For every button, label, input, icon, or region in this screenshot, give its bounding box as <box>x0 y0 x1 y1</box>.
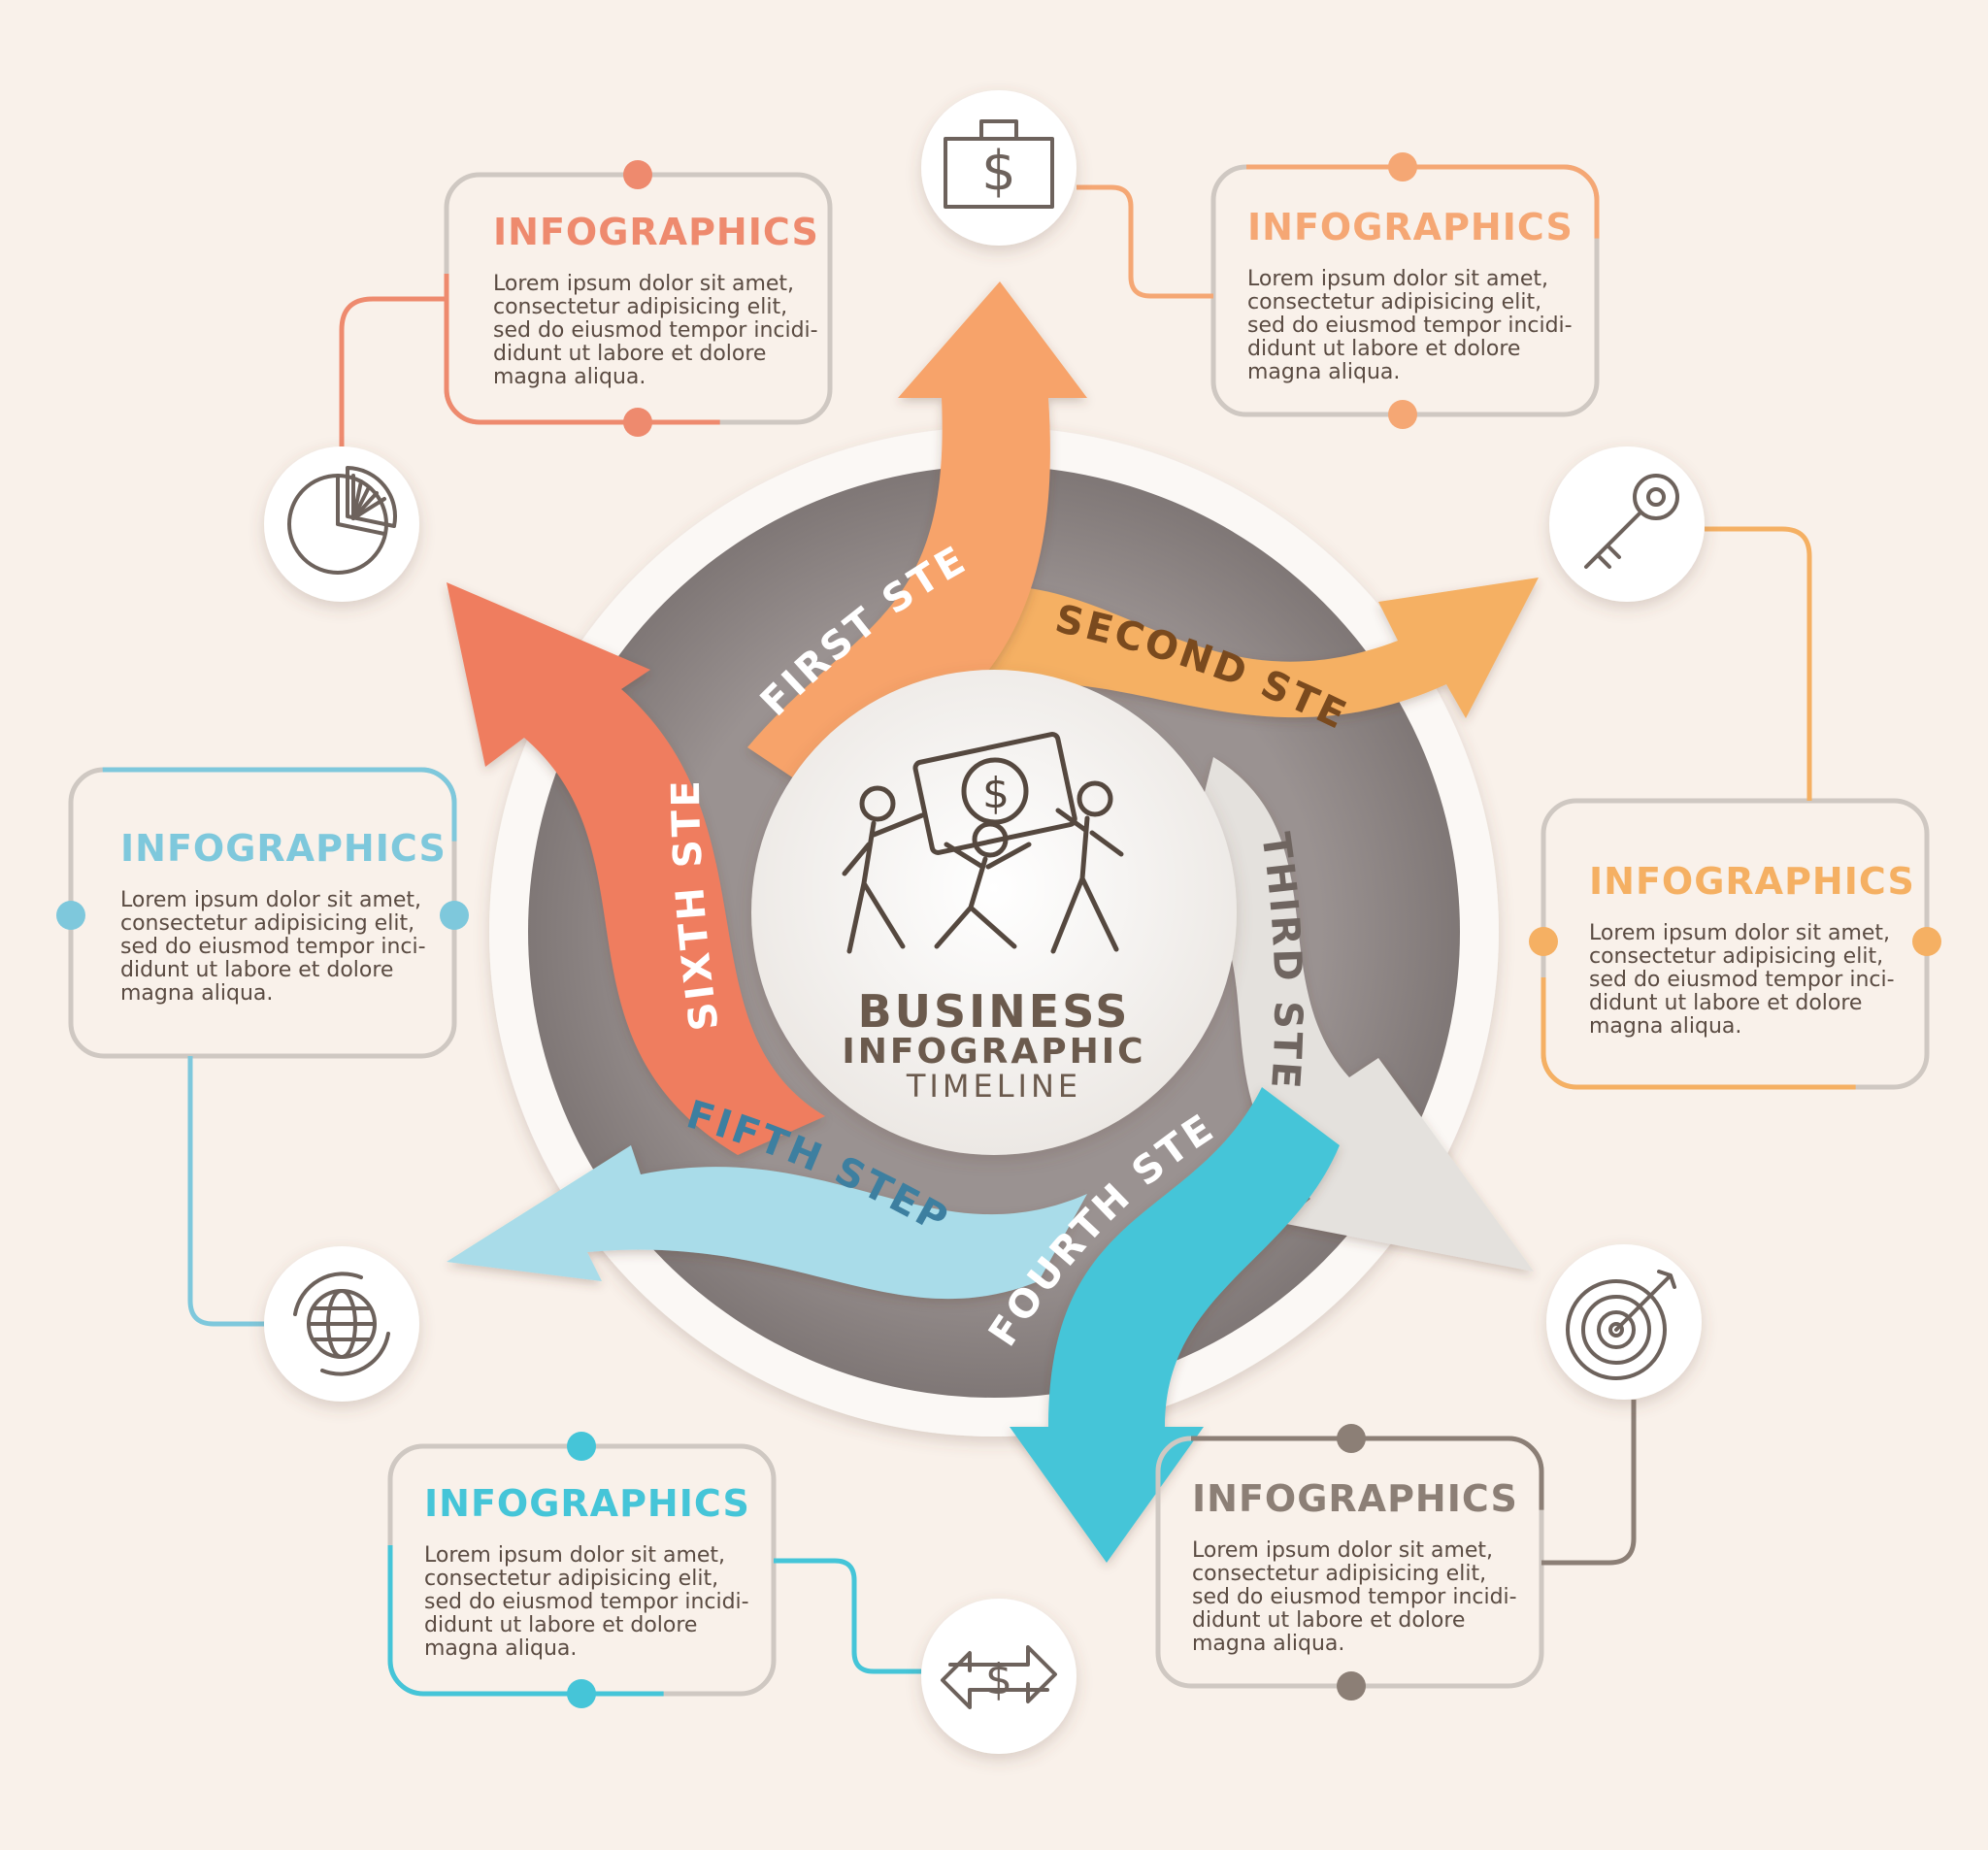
info-box-accent <box>68 767 457 1059</box>
center-title-line3: TIMELINE <box>906 1068 1081 1105</box>
icon-circle <box>921 1599 1077 1754</box>
info-box-text-line: didunt ut labore et dolore <box>424 1613 697 1637</box>
info-box-text-line: magna aliqua. <box>120 981 273 1006</box>
info-box-text-line: magna aliqua. <box>1589 1014 1741 1039</box>
step-arrows <box>447 281 1539 1563</box>
pie-chart-icon <box>287 466 397 575</box>
target-arrow-icon <box>1566 1270 1676 1380</box>
fifth-step-arrow <box>447 1145 1087 1300</box>
connector-dot <box>440 901 469 930</box>
icon-node <box>1541 1244 1702 1566</box>
icon-node <box>264 296 447 602</box>
info-box-text-line: sed do eiusmod tempor incidi- <box>1247 314 1573 338</box>
connector-dot <box>1529 927 1558 956</box>
connector-line <box>1077 184 1213 299</box>
info-box-text-line: sed do eiusmod tempor inci- <box>120 935 426 959</box>
connector-dot <box>623 160 652 189</box>
icon-circles: $$ <box>187 90 1812 1754</box>
info-box-text-line: Lorem ipsum dolor sit amet, <box>120 888 421 912</box>
info-box: INFOGRAPHICS Lorem ipsum dolor sit amet,c… <box>56 767 469 1059</box>
connector-dot <box>1388 152 1417 182</box>
info-box-text-line: consectetur adipisicing elit, <box>1589 944 1883 969</box>
svg-text:$: $ <box>981 140 1016 203</box>
info-box: INFOGRAPHICS Lorem ipsum dolor sit amet,c… <box>444 160 833 437</box>
info-box: INFOGRAPHICS Lorem ipsum dolor sit amet,c… <box>387 1432 777 1708</box>
center-hub: $ BUSINESS INFOGRAPHIC TIMELINE <box>751 670 1237 1155</box>
sixth-step-arrow <box>447 582 825 1155</box>
connector-dot <box>623 408 652 437</box>
icon-node: $ <box>774 1558 1077 1754</box>
info-box-title: INFOGRAPHICS <box>1589 860 1915 903</box>
connector-line <box>187 1056 264 1327</box>
people-carrying-money-icon: $ <box>842 732 1124 954</box>
icon-node: $ <box>921 90 1213 299</box>
info-box-text-line: sed do eiusmod tempor incidi- <box>1192 1585 1517 1609</box>
connector-line <box>1541 1400 1637 1566</box>
connector-dot <box>56 901 85 930</box>
center-title-line1: BUSINESS <box>858 985 1131 1038</box>
key-icon <box>1584 474 1679 569</box>
info-box-text-line: Lorem ipsum dolor sit amet, <box>424 1543 725 1568</box>
info-box-text-line: didunt ut labore et dolore <box>493 342 766 366</box>
info-box-text-line: consectetur adipisicing elit, <box>120 911 414 936</box>
connector-line <box>1705 526 1812 801</box>
info-box-text-line: sed do eiusmod tempor incidi- <box>493 318 818 343</box>
info-box-text-line: Lorem ipsum dolor sit amet, <box>1247 267 1548 291</box>
info-box-text-line: magna aliqua. <box>424 1636 577 1661</box>
info-box: INFOGRAPHICS Lorem ipsum dolor sit amet,c… <box>1210 152 1600 429</box>
info-box-text-line: magna aliqua. <box>493 365 646 389</box>
connector-line <box>774 1558 921 1674</box>
info-box: INFOGRAPHICS Lorem ipsum dolor sit amet,c… <box>1529 798 1941 1090</box>
info-box-title: INFOGRAPHICS <box>1247 206 1574 248</box>
info-box-text-line: Lorem ipsum dolor sit amet, <box>1589 921 1890 945</box>
svg-text:$: $ <box>985 1655 1012 1704</box>
info-box-text-line: didunt ut labore et dolore <box>1247 337 1520 361</box>
info-box-accent <box>1541 798 1930 1090</box>
icon-node <box>187 1056 419 1402</box>
second-step-arrow <box>951 578 1539 718</box>
info-box-text-line: didunt ut labore et dolore <box>120 958 393 982</box>
info-box-text-line: sed do eiusmod tempor incidi- <box>424 1590 749 1614</box>
info-box-title: INFOGRAPHICS <box>424 1482 750 1525</box>
fourth-step-arrow <box>1010 1087 1340 1563</box>
info-box-text-line: magna aliqua. <box>1247 360 1400 384</box>
info-box-text-line: magna aliqua. <box>1192 1632 1344 1656</box>
connector-dot <box>1388 400 1417 429</box>
info-box-text-line: consectetur adipisicing elit, <box>1247 290 1541 314</box>
info-box-text-line: consectetur adipisicing elit, <box>493 295 787 319</box>
dollar-exchange-icon: $ <box>941 1645 1057 1709</box>
info-box-text-line: didunt ut labore et dolore <box>1192 1608 1465 1633</box>
first-step-arrow <box>747 281 1087 806</box>
info-box-text-line: didunt ut labore et dolore <box>1589 991 1862 1015</box>
icon-node <box>1549 446 1812 801</box>
info-box-text-line: consectetur adipisicing elit, <box>424 1567 718 1591</box>
center-title-line2: INFOGRAPHIC <box>842 1032 1145 1072</box>
info-box-text-line: consectetur adipisicing elit, <box>1192 1562 1486 1586</box>
info-box-title: INFOGRAPHICS <box>493 211 819 253</box>
connector-line <box>339 296 447 446</box>
info-box-text-line: sed do eiusmod tempor inci- <box>1589 968 1895 992</box>
briefcase-dollar-icon: $ <box>944 119 1054 209</box>
info-box-title: INFOGRAPHICS <box>120 827 447 870</box>
info-box-text-line: Lorem ipsum dolor sit amet, <box>493 272 794 296</box>
connector-dot <box>1912 927 1941 956</box>
info-box-text-line: Lorem ipsum dolor sit amet, <box>1192 1538 1493 1563</box>
connector-dot <box>567 1679 596 1708</box>
connector-dot <box>1337 1424 1366 1453</box>
info-box-title: INFOGRAPHICS <box>1192 1477 1518 1520</box>
globe-refresh-icon <box>293 1272 390 1376</box>
connector-dot <box>1337 1671 1366 1701</box>
connector-dot <box>567 1432 596 1461</box>
info-box: INFOGRAPHICS Lorem ipsum dolor sit amet,c… <box>1155 1424 1544 1701</box>
svg-text:$: $ <box>982 769 1010 818</box>
